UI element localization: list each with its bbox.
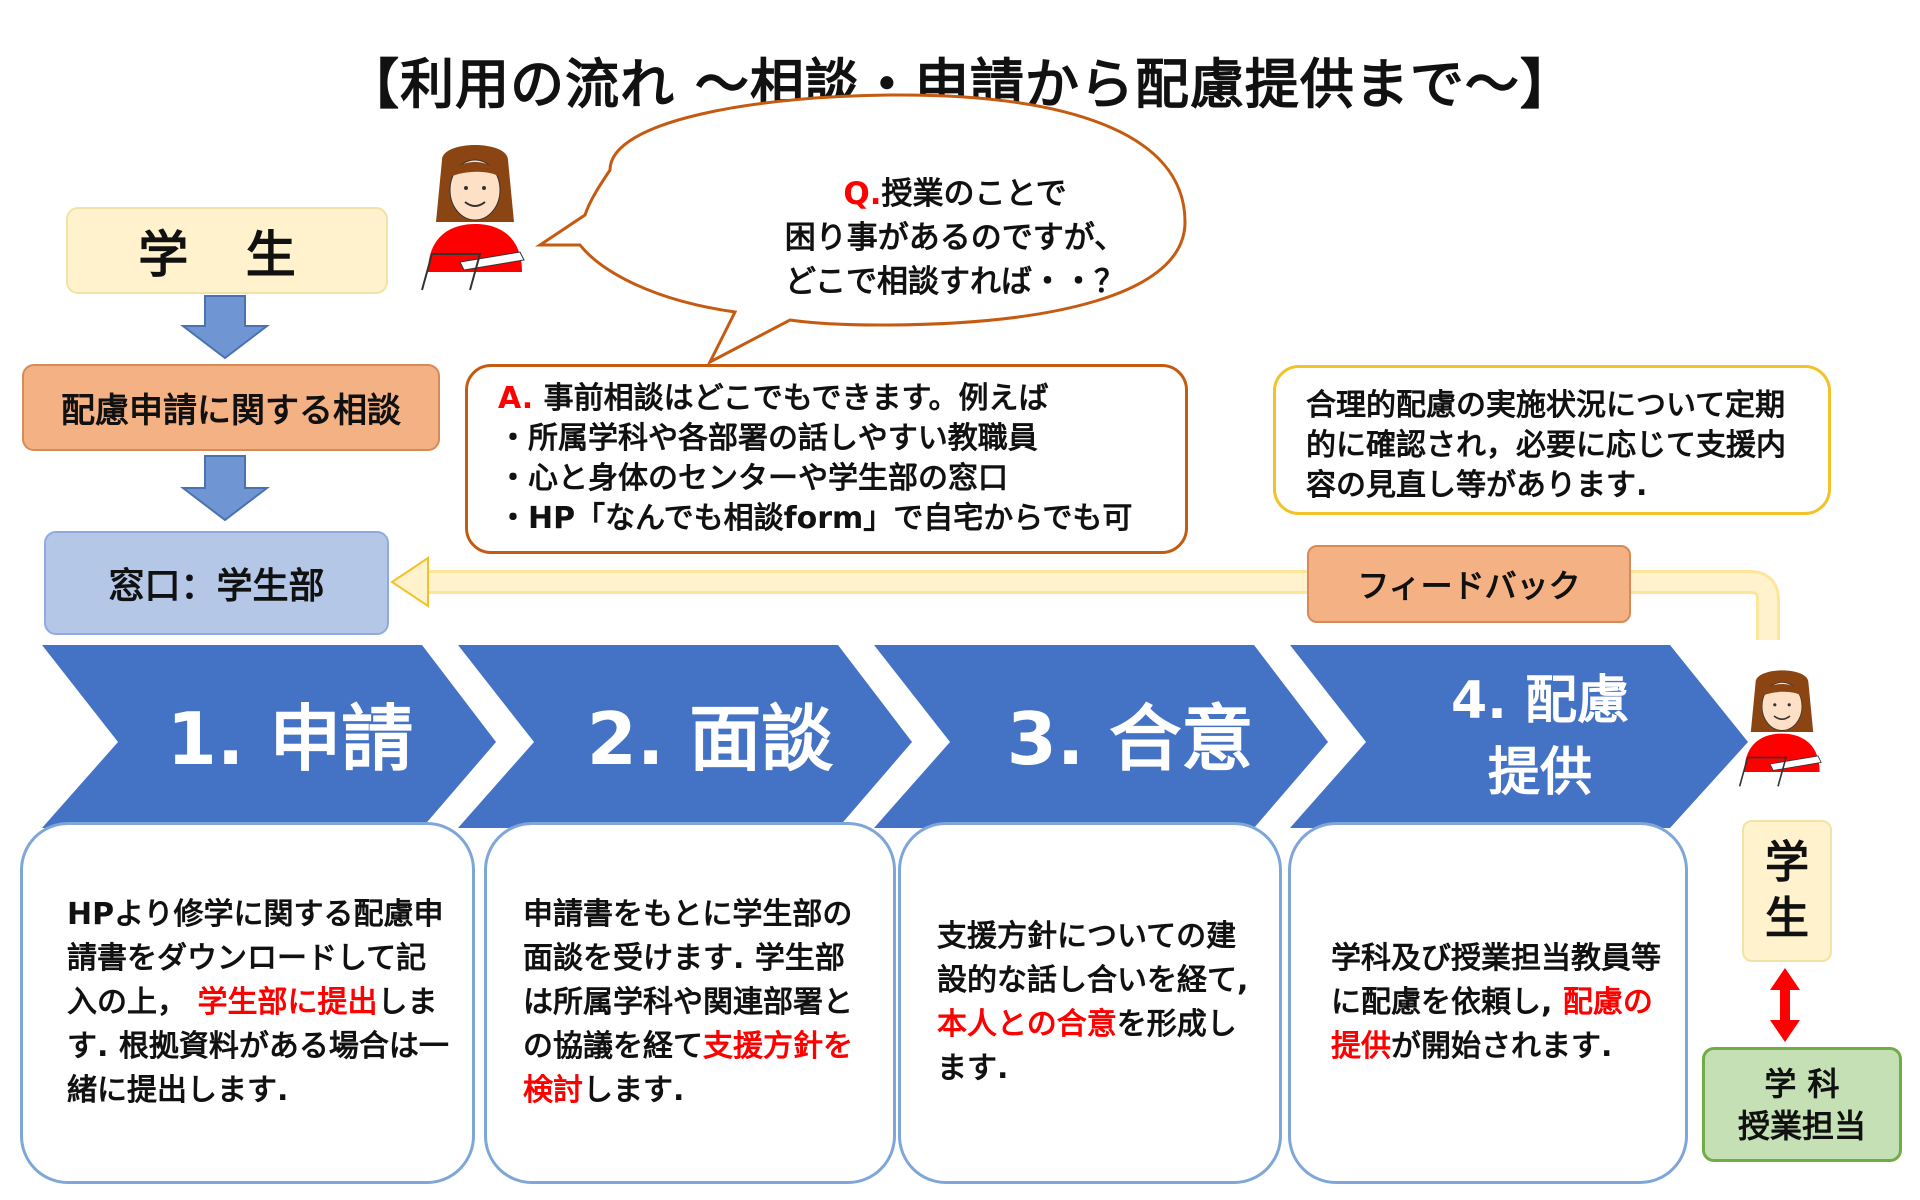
q-mark: Q. [843, 176, 882, 212]
double-arrow-icon [1770, 968, 1800, 1042]
feedback-box: フィードバック [1307, 545, 1631, 623]
down-arrow-icon [180, 295, 270, 360]
process-chevrons [42, 645, 1748, 828]
step1-description-card: HPより修学に関する配慮申請書をダウンロードして記入の上， 学生部に提出します.… [20, 822, 475, 1184]
question-speech-bubble [535, 93, 1187, 366]
feedback-arrow [390, 556, 1780, 640]
step2-description-card: 申請書をもとに学生部の面談を受けます. 学生部は所属学科や関連部署との協議を経て… [484, 822, 896, 1184]
department-teacher-box: 学 科 授業担当 [1702, 1047, 1902, 1162]
student-box: 学 生 [66, 207, 388, 294]
step3-label: 3. 合意 [1006, 697, 1254, 781]
student-figure-icon [1738, 670, 1822, 787]
step1-label: 1. 申請 [166, 697, 414, 781]
consultation-box: 配慮申請に関する相談 [22, 364, 440, 451]
step4-description-card: 学科及び授業担当教員等に配慮を依頼し, 配慮の提供が開始されます. [1288, 822, 1688, 1184]
step4-chevron [1290, 645, 1748, 828]
a-mark: A. [498, 381, 534, 416]
student-box-right: 学 生 [1742, 820, 1832, 962]
step3-chevron [874, 645, 1328, 828]
step2-chevron [458, 645, 912, 828]
student-affairs-window-box: 窓口：学生部 [44, 531, 389, 635]
down-arrow-icon [180, 455, 270, 522]
step4-label: 4. 配慮 提供 [1450, 671, 1630, 803]
student-figure-icon [421, 145, 525, 291]
step3-description-card: 支援方針についての建設的な話し合いを経て, 本人との合意を形成します. [898, 822, 1282, 1184]
answer-box: A. 事前相談はどこでもできます。例えば ・所属学科や各部署の話しやすい教職員 … [465, 364, 1188, 554]
periodic-check-note: 合理的配慮の実施状況について定期的に確認され，必要に応じて支援内容の見直し等があ… [1273, 365, 1831, 515]
question-text: Q.授業のことで 困り事があるのですが、 どこで相談すれば・・？ [784, 176, 1126, 300]
step1-chevron [42, 645, 496, 828]
step2-label: 2. 面談 [586, 697, 834, 781]
